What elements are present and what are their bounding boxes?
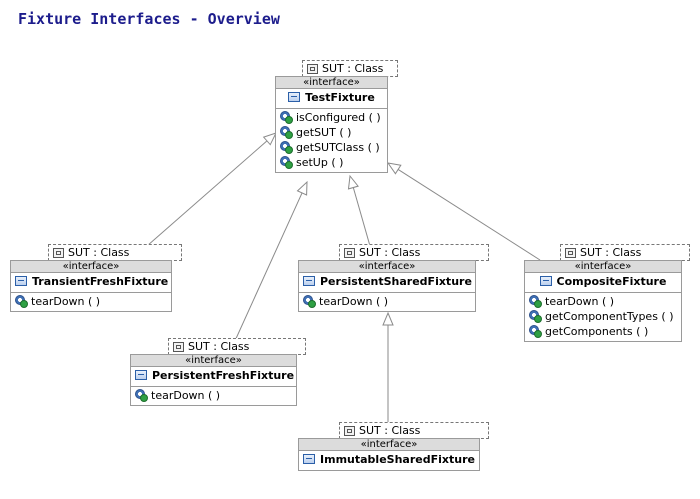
operation-label: tearDown ( ): [319, 295, 389, 308]
operation-label: getSUTClass ( ): [296, 141, 380, 154]
operation-item[interactable]: setUp ( ): [280, 155, 383, 170]
class-name-text: ImmutableSharedFixture: [320, 453, 475, 466]
class-name-text: TestFixture: [305, 91, 375, 104]
interface-node-immutable-shared-fixture[interactable]: «interface» ImmutableSharedFixture: [298, 438, 480, 471]
package-label: SUT : Class: [580, 246, 642, 259]
class-name: PersistentSharedFixture: [299, 273, 475, 293]
class-name: PersistentFreshFixture: [131, 367, 296, 387]
package-tag-test-fixture: SUT : Class: [302, 60, 398, 77]
operation-gear-icon: [280, 126, 293, 139]
interface-class-icon: [15, 276, 27, 286]
diagram-title: Fixture Interfaces - Overview: [18, 10, 280, 28]
operation-item[interactable]: getSUT ( ): [280, 125, 383, 140]
package-tag-persistent-fresh-fixture: SUT : Class: [168, 338, 306, 355]
interface-node-persistent-fresh-fixture[interactable]: «interface» PersistentFreshFixture tearDow…: [130, 354, 297, 406]
operations-list: tearDown ( ): [131, 387, 296, 405]
package-label: SUT : Class: [188, 340, 250, 353]
node-header: «interface»: [525, 261, 681, 273]
operation-gear-icon: [303, 295, 316, 308]
interface-class-icon: [539, 276, 552, 286]
operations-list: tearDown ( ): [11, 293, 171, 311]
package-icon: [307, 63, 318, 74]
stereotype-label: «interface»: [574, 261, 632, 272]
class-name: CompositeFixture: [525, 273, 681, 293]
stereotype-label: «interface»: [360, 439, 418, 450]
operation-item[interactable]: tearDown ( ): [529, 294, 677, 309]
stereotype-label: «interface»: [62, 261, 120, 272]
operation-label: tearDown ( ): [151, 389, 221, 402]
operation-gear-icon: [280, 111, 293, 124]
package-tag-composite-fixture: SUT : Class: [560, 244, 690, 261]
class-name-text: PersistentFreshFixture: [152, 369, 295, 382]
generalization-arrowhead: [386, 162, 402, 175]
operation-gear-icon: [529, 310, 542, 323]
class-name: ImmutableSharedFixture: [299, 451, 479, 470]
package-label: SUT : Class: [322, 62, 384, 75]
class-name: TransientFreshFixture: [11, 273, 171, 293]
generalization-edge-persistent-fresh-fixture: [228, 192, 303, 355]
operation-label: tearDown ( ): [31, 295, 101, 308]
interface-node-composite-fixture[interactable]: «interface» CompositeFixture tearDown ( ) g…: [524, 260, 682, 342]
package-icon: [173, 341, 184, 352]
operation-label: getComponentTypes ( ): [545, 310, 674, 323]
operation-item[interactable]: tearDown ( ): [135, 388, 292, 403]
operation-item[interactable]: tearDown ( ): [303, 294, 471, 309]
operation-item[interactable]: tearDown ( ): [15, 294, 167, 309]
class-name: TestFixture: [276, 89, 387, 109]
package-icon: [344, 425, 355, 436]
operation-gear-icon: [280, 156, 293, 169]
operations-list: tearDown ( ) getComponentTypes ( ) getComp…: [525, 293, 681, 341]
package-label: SUT : Class: [68, 246, 130, 259]
interface-class-icon: [303, 454, 316, 464]
stereotype-label: «interface»: [303, 77, 360, 88]
operation-label: getComponents ( ): [545, 325, 649, 338]
node-header: «interface»: [299, 261, 475, 273]
operation-label: isConfigured ( ): [296, 111, 381, 124]
package-tag-immutable-shared-fixture: SUT : Class: [339, 422, 489, 439]
class-name-text: PersistentSharedFixture: [320, 275, 472, 288]
node-header: «interface»: [299, 439, 479, 451]
package-icon: [344, 247, 355, 258]
interface-class-icon: [288, 92, 301, 102]
interface-node-persistent-shared-fixture[interactable]: «interface» PersistentSharedFixture tearDo…: [298, 260, 476, 312]
package-label: SUT : Class: [359, 246, 421, 259]
interface-node-test-fixture[interactable]: «interface» TestFixture isConfigured ( ) ge…: [275, 76, 388, 173]
node-header: «interface»: [11, 261, 171, 273]
package-icon: [53, 247, 64, 258]
interface-class-icon: [135, 370, 147, 380]
generalization-edge-composite-fixture: [397, 169, 541, 261]
package-tag-persistent-shared-fixture: SUT : Class: [339, 244, 489, 261]
operation-item[interactable]: getComponents ( ): [529, 324, 677, 339]
class-name-text: CompositeFixture: [556, 275, 667, 288]
generalization-arrowhead: [382, 311, 394, 326]
interface-class-icon: [303, 276, 315, 286]
operation-gear-icon: [529, 325, 542, 338]
operation-label: tearDown ( ): [545, 295, 615, 308]
operations-list: isConfigured ( ) getSUT ( ) getSUTClass ( …: [276, 109, 387, 172]
class-name-text: TransientFreshFixture: [32, 275, 169, 288]
operation-label: setUp ( ): [296, 156, 344, 169]
generalization-arrowhead: [296, 180, 308, 196]
generalization-arrowhead: [262, 132, 277, 146]
generalization-arrowhead: [347, 174, 359, 190]
package-tag-transient-fresh-fixture: SUT : Class: [48, 244, 182, 261]
operation-gear-icon: [15, 295, 28, 308]
interface-node-transient-fresh-fixture[interactable]: «interface» TransientFreshFixture tearDown…: [10, 260, 172, 312]
operation-item[interactable]: getSUTClass ( ): [280, 140, 383, 155]
operation-label: getSUT ( ): [296, 126, 352, 139]
operation-item[interactable]: isConfigured ( ): [280, 110, 383, 125]
operation-gear-icon: [280, 141, 293, 154]
node-header: «interface»: [276, 77, 387, 89]
stereotype-label: «interface»: [358, 261, 416, 272]
operations-list: tearDown ( ): [299, 293, 475, 311]
stereotype-label: «interface»: [185, 355, 242, 366]
package-icon: [565, 247, 576, 258]
operation-gear-icon: [529, 295, 542, 308]
node-header: «interface»: [131, 355, 296, 367]
operation-item[interactable]: getComponentTypes ( ): [529, 309, 677, 324]
operation-gear-icon: [135, 389, 148, 402]
generalization-edge-transient-fresh-fixture: [130, 140, 268, 261]
package-label: SUT : Class: [359, 424, 421, 437]
